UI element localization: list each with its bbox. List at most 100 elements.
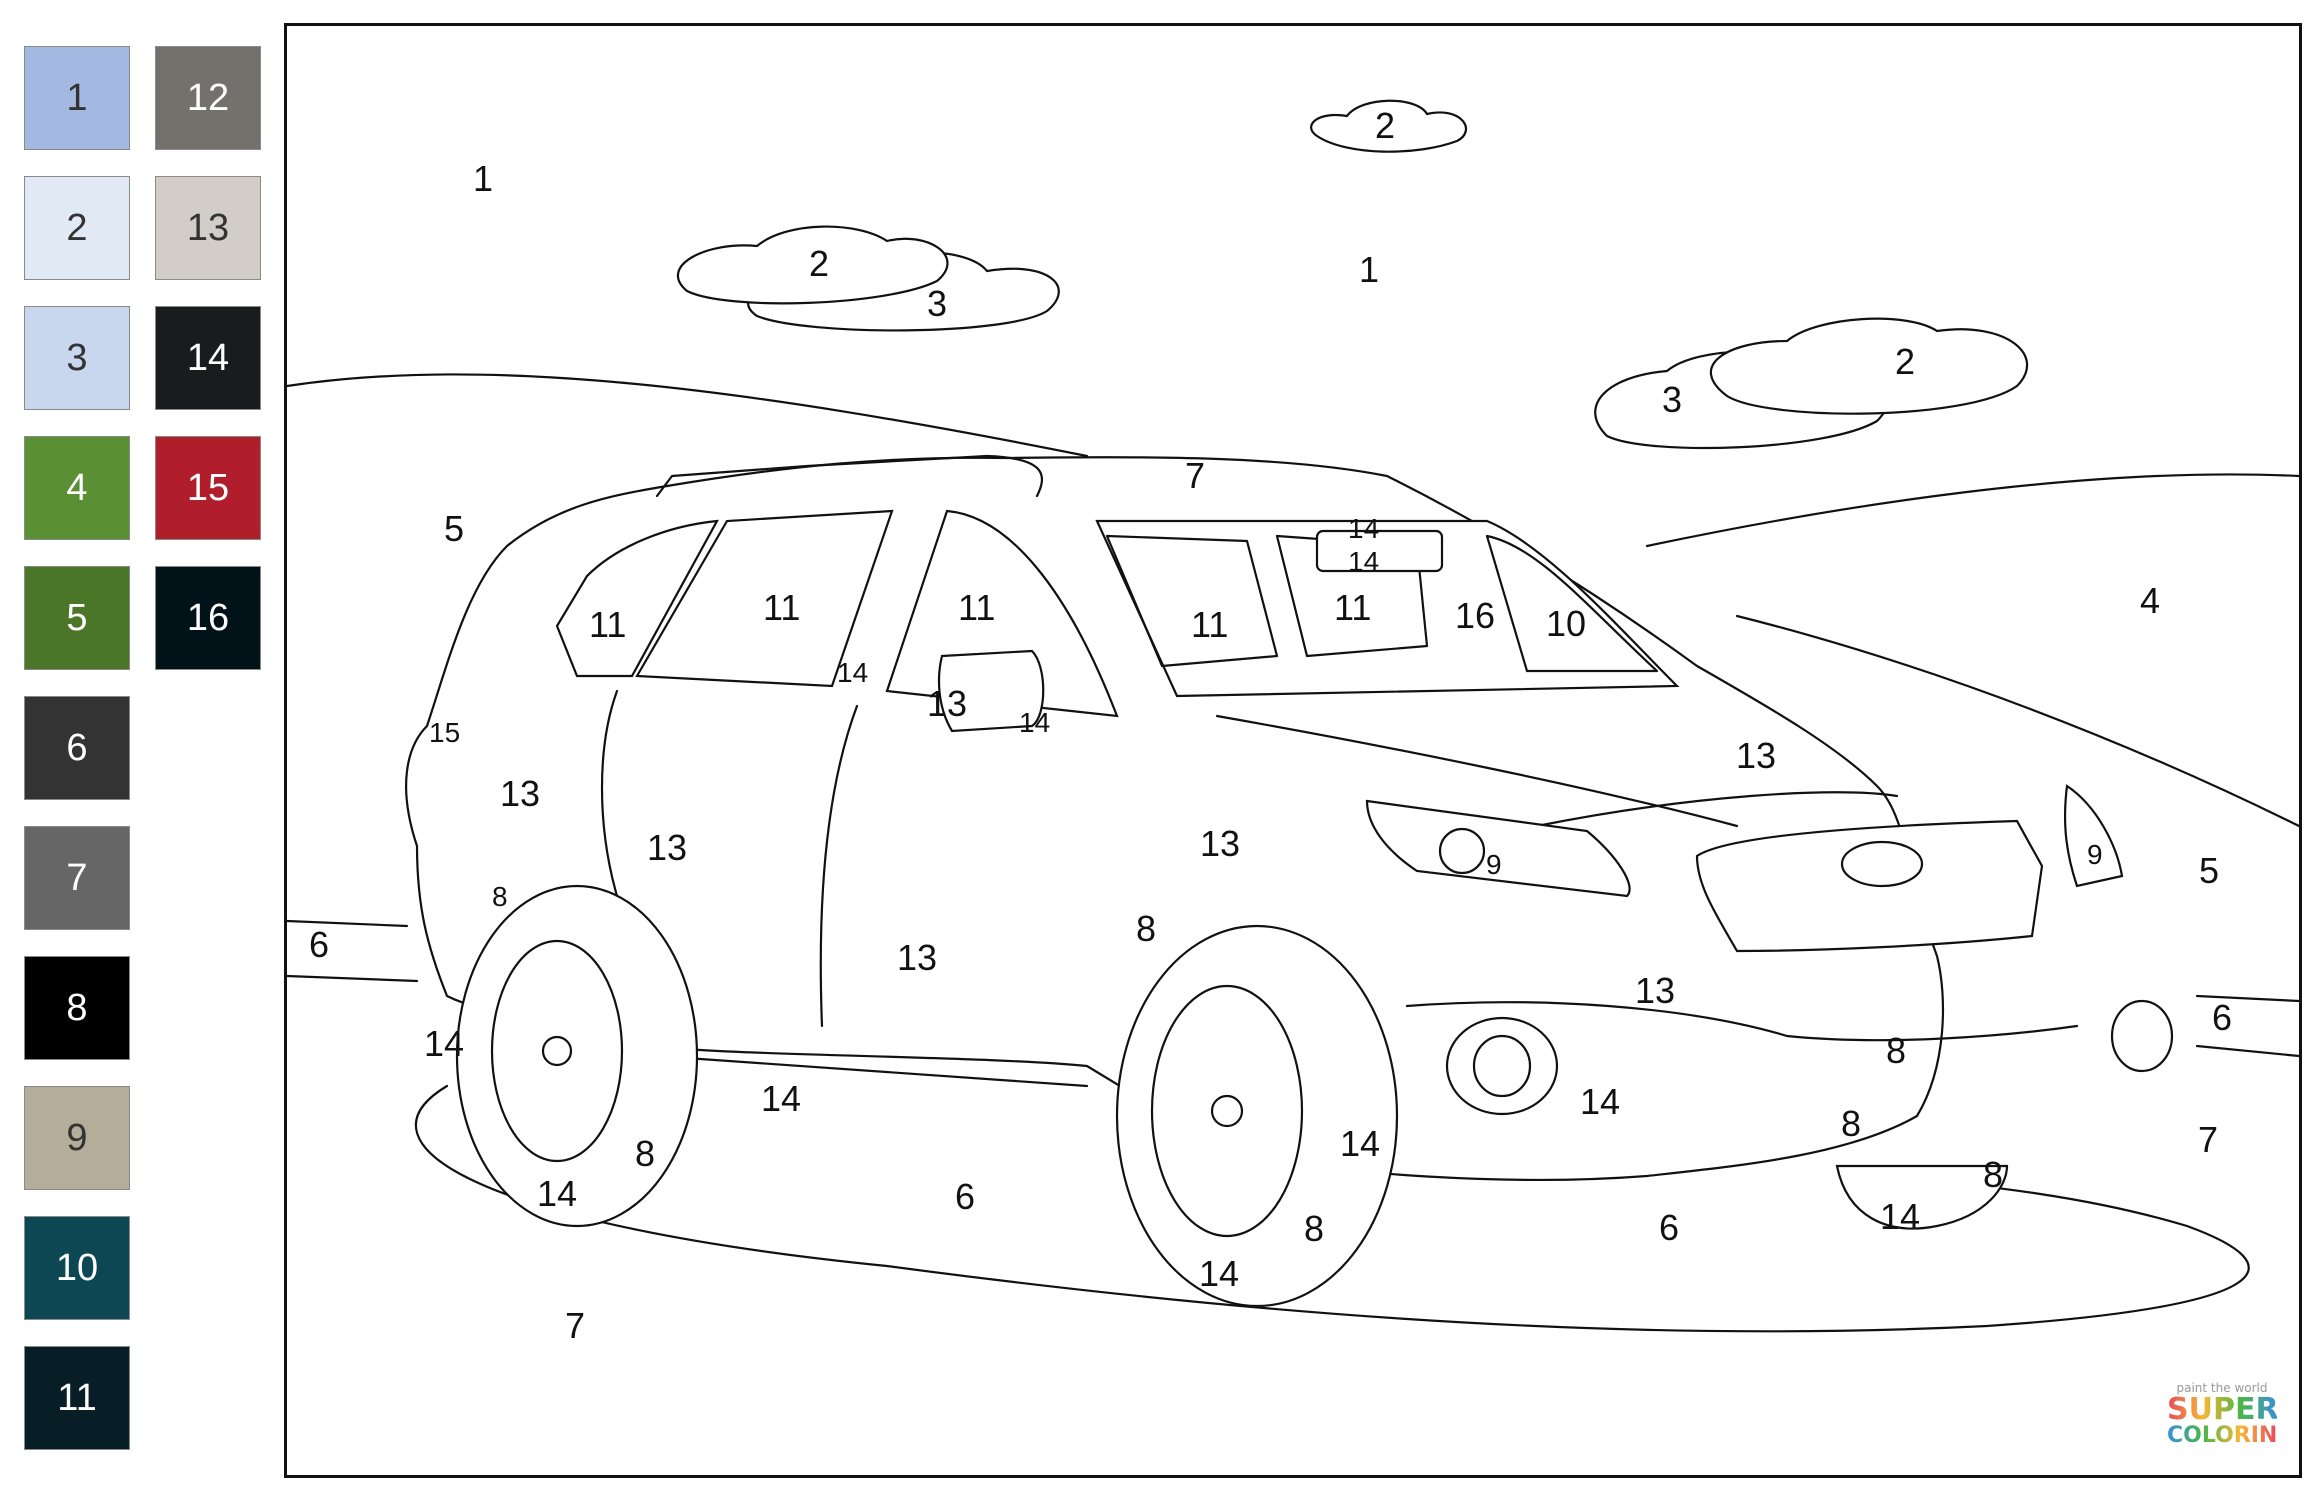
region-number[interactable]: 8 bbox=[1886, 1030, 1906, 1071]
region-number[interactable]: 11 bbox=[589, 604, 626, 645]
super-coloring-logo[interactable]: paint the world SUPER COLORING bbox=[2167, 1381, 2295, 1461]
region-number[interactable]: 8 bbox=[1136, 908, 1156, 949]
region-number[interactable]: 14 bbox=[1348, 546, 1379, 577]
region-number[interactable]: 1 bbox=[473, 158, 493, 199]
swatch-14[interactable]: 14 bbox=[155, 306, 261, 410]
region-number[interactable]: 8 bbox=[635, 1133, 655, 1174]
swatch-10[interactable]: 10 bbox=[24, 1216, 130, 1320]
swatch-number: 16 bbox=[186, 596, 230, 639]
region-number[interactable]: 7 bbox=[1185, 455, 1205, 496]
region-number[interactable]: 14 bbox=[537, 1173, 577, 1214]
swatch-9[interactable]: 9 bbox=[24, 1086, 130, 1190]
lower-bumper bbox=[1405, 1001, 2079, 1042]
swatch-5[interactable]: 5 bbox=[24, 566, 130, 670]
swatch-number: 10 bbox=[55, 1246, 99, 1289]
cloud-left-front bbox=[676, 225, 949, 305]
region-number[interactable]: 14 bbox=[1340, 1123, 1380, 1164]
region-number[interactable]: 8 bbox=[492, 881, 508, 912]
region-number[interactable]: 1 bbox=[1359, 249, 1379, 290]
region-number[interactable]: 13 bbox=[1200, 823, 1240, 864]
region-number[interactable]: 14 bbox=[1348, 513, 1379, 544]
hill-right-outline bbox=[1645, 473, 2299, 548]
swatch-2[interactable]: 2 bbox=[24, 176, 130, 280]
swatch-6[interactable]: 6 bbox=[24, 696, 130, 800]
hill-left-outline bbox=[287, 373, 1089, 458]
region-numbers: 1 1 2 2 2 3 3 4 5 5 6 6 6 6 7 7 7 8 8 8 … bbox=[309, 105, 2232, 1346]
region-number[interactable]: 8 bbox=[1304, 1208, 1324, 1249]
region-number[interactable]: 11 bbox=[1191, 604, 1228, 645]
region-number[interactable]: 5 bbox=[2199, 850, 2219, 891]
middle-side-window bbox=[635, 509, 894, 688]
swatch-4[interactable]: 4 bbox=[24, 436, 130, 540]
headlight-right bbox=[2063, 784, 2124, 888]
rear-wheel-hub bbox=[541, 1035, 573, 1067]
region-number[interactable]: 11 bbox=[958, 587, 995, 628]
swatch-number: 12 bbox=[186, 76, 230, 119]
region-number[interactable]: 4 bbox=[2140, 580, 2160, 621]
logo-line-1: SUPER bbox=[2167, 1392, 2279, 1427]
swatch-number: 15 bbox=[186, 466, 230, 509]
rear-wheel-tire bbox=[455, 884, 699, 1228]
region-number[interactable]: 7 bbox=[565, 1305, 585, 1346]
region-number[interactable]: 6 bbox=[309, 924, 329, 965]
windshield-panel-1 bbox=[1105, 534, 1279, 668]
windshield-panel-3 bbox=[1485, 534, 1659, 673]
swatch-16[interactable]: 16 bbox=[155, 566, 261, 670]
region-number[interactable]: 6 bbox=[1659, 1207, 1679, 1248]
swatch-3[interactable]: 3 bbox=[24, 306, 130, 410]
region-number[interactable]: 15 bbox=[429, 717, 460, 748]
region-number[interactable]: 14 bbox=[761, 1078, 801, 1119]
region-number[interactable]: 9 bbox=[2087, 839, 2103, 870]
swatch-13[interactable]: 13 bbox=[155, 176, 261, 280]
swatch-8[interactable]: 8 bbox=[24, 956, 130, 1060]
fog-light-left bbox=[1445, 1016, 1559, 1116]
region-number[interactable]: 14 bbox=[1019, 707, 1050, 738]
hood-front-edge bbox=[1535, 791, 1899, 828]
swatch-15[interactable]: 15 bbox=[155, 436, 261, 540]
region-number[interactable]: 3 bbox=[927, 283, 947, 324]
region-number[interactable]: 13 bbox=[897, 937, 937, 978]
swatch-number: 11 bbox=[57, 1376, 97, 1419]
road-edge-bottom-right bbox=[2195, 1044, 2299, 1058]
region-number[interactable]: 13 bbox=[647, 827, 687, 868]
region-number[interactable]: 14 bbox=[837, 657, 868, 688]
region-number[interactable]: 8 bbox=[1983, 1154, 2003, 1195]
region-number[interactable]: 6 bbox=[2212, 997, 2232, 1038]
region-number[interactable]: 2 bbox=[1375, 105, 1395, 146]
region-number[interactable]: 14 bbox=[424, 1023, 464, 1064]
region-number[interactable]: 7 bbox=[2198, 1119, 2218, 1160]
region-number[interactable]: 2 bbox=[809, 243, 829, 284]
road-edge-top-left bbox=[287, 919, 409, 928]
front-wheel-hub bbox=[1210, 1094, 1244, 1128]
region-number[interactable]: 11 bbox=[1334, 587, 1371, 628]
region-number[interactable]: 11 bbox=[763, 587, 800, 628]
region-number[interactable]: 13 bbox=[1736, 735, 1776, 776]
region-number[interactable]: 13 bbox=[1635, 970, 1675, 1011]
region-number[interactable]: 6 bbox=[955, 1176, 975, 1217]
region-number[interactable]: 14 bbox=[1199, 1253, 1239, 1294]
swatch-12[interactable]: 12 bbox=[155, 46, 261, 150]
swatch-7[interactable]: 7 bbox=[24, 826, 130, 930]
region-number[interactable]: 14 bbox=[1880, 1196, 1920, 1237]
swatch-11[interactable]: 11 bbox=[24, 1346, 130, 1450]
swatch-1[interactable]: 1 bbox=[24, 46, 130, 150]
region-number[interactable]: 14 bbox=[1580, 1081, 1620, 1122]
rear-side-window bbox=[555, 519, 719, 678]
region-number[interactable]: 13 bbox=[927, 683, 967, 724]
swatch-number: 13 bbox=[186, 206, 230, 249]
region-number[interactable]: 8 bbox=[1841, 1103, 1861, 1144]
region-number[interactable]: 10 bbox=[1546, 603, 1586, 644]
region-number[interactable]: 9 bbox=[1486, 849, 1502, 880]
region-number[interactable]: 16 bbox=[1455, 595, 1495, 636]
swatch-number: 3 bbox=[66, 336, 88, 379]
far-front-wheel bbox=[1835, 1164, 2009, 1230]
region-number[interactable]: 13 bbox=[500, 773, 540, 814]
fog-light-left-inner bbox=[1472, 1034, 1532, 1098]
region-number[interactable]: 5 bbox=[444, 508, 464, 549]
road-edge-bottom-left bbox=[287, 974, 419, 983]
hood-crease bbox=[1215, 714, 1739, 828]
swatch-number: 6 bbox=[66, 726, 88, 769]
coloring-canvas[interactable]: 1 1 2 2 2 3 3 4 5 5 6 6 6 6 7 7 7 8 8 8 … bbox=[284, 23, 2302, 1478]
region-number[interactable]: 2 bbox=[1895, 341, 1915, 382]
region-number[interactable]: 3 bbox=[1662, 379, 1682, 420]
